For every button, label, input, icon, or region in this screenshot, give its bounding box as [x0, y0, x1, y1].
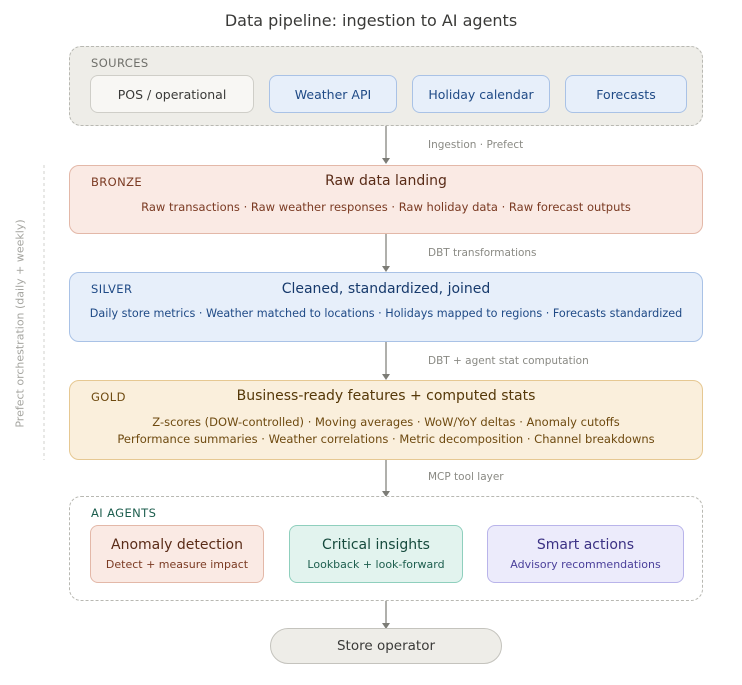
- bronze-heading: Raw data landing: [325, 173, 447, 189]
- agent-actions-title: Smart actions: [536, 537, 635, 553]
- source-weather-api: Weather API: [269, 75, 397, 113]
- silver-label: SILVER: [91, 282, 133, 296]
- agents-label: AI AGENTS: [91, 506, 157, 520]
- silver-details: Daily store metrics · Weather matched to…: [89, 307, 683, 320]
- store-operator: Store operator: [270, 628, 502, 664]
- gold-details-line1: Z-scores (DOW-controlled) · Moving avera…: [152, 415, 620, 429]
- bronze-tier: [69, 165, 703, 234]
- connector-label-dbt-agent: DBT + agent stat computation: [428, 355, 589, 367]
- agent-anomaly-detection: Anomaly detection Detect + measure impac…: [90, 525, 264, 583]
- agent-anomaly-subtitle: Detect + measure impact: [105, 558, 249, 571]
- bronze-details: Raw transactions · Raw weather responses…: [141, 200, 631, 214]
- agent-insights-subtitle: Lookback + look-forward: [307, 558, 445, 571]
- gold-heading: Business-ready features + computed stats: [236, 388, 536, 404]
- connector-label-ingestion: Ingestion · Prefect: [428, 139, 524, 151]
- gold-label: GOLD: [91, 390, 126, 404]
- agent-actions-subtitle: Advisory recommendations: [510, 558, 661, 571]
- agent-anomaly-title: Anomaly detection: [111, 537, 243, 553]
- connector-label-mcp: MCP tool layer: [428, 471, 504, 483]
- source-pos: POS / operational: [90, 75, 254, 113]
- bronze-label: BRONZE: [91, 175, 143, 189]
- diagram-title: Data pipeline: ingestion to AI agents: [224, 11, 518, 30]
- agent-insights-title: Critical insights: [322, 537, 430, 553]
- silver-heading: Cleaned, standardized, joined: [281, 281, 491, 297]
- agent-smart-actions: Smart actions Advisory recommendations: [487, 525, 684, 583]
- agent-critical-insights: Critical insights Lookback + look-forwar…: [289, 525, 463, 583]
- gold-details-line2: Performance summaries · Weather correlat…: [117, 432, 655, 446]
- source-forecasts: Forecasts: [565, 75, 687, 113]
- connector-label-dbt: DBT transformations: [428, 247, 537, 259]
- source-holiday-calendar: Holiday calendar: [412, 75, 550, 113]
- orchestration-label: Prefect orchestration (daily + weekly): [13, 219, 27, 428]
- gold-tier: [69, 380, 703, 460]
- silver-tier: [69, 272, 703, 342]
- sources-label: SOURCES: [91, 56, 149, 70]
